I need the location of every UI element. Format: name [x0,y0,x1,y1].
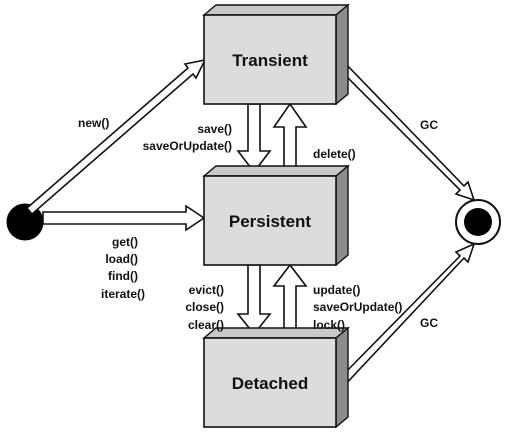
label-save-or-update-2: saveOrUpdate() [313,300,402,314]
arrow-delete [272,102,308,173]
state-persistent: Persistent [202,164,350,267]
label-get: get() [112,235,138,249]
state-transient: Transient [202,3,350,106]
state-transient-label: Transient [232,51,308,70]
label-iterate: iterate() [101,287,145,301]
label-new: new() [78,116,109,130]
label-close: close() [185,300,224,314]
arrow-gc-top [337,58,476,202]
label-delete: delete() [313,147,356,161]
label-clear: clear() [188,318,224,332]
arrow-update [272,263,308,335]
label-evict: evict() [189,283,224,297]
arrow-evict [236,264,272,336]
state-detached: Detached [202,326,350,429]
label-save: save() [197,122,232,136]
end-node [455,199,501,245]
label-gc-bottom: GC [420,316,438,330]
label-load: load() [105,252,138,266]
state-detached-label: Detached [232,374,309,393]
arrow-gc-bottom [337,242,476,390]
arrow-start-to-persistent [42,204,206,232]
state-persistent-label: Persistent [229,212,312,231]
arrow-new [25,58,207,216]
arrow-save [236,103,272,174]
label-lock: lock() [313,318,345,332]
label-update: update() [313,283,360,297]
label-gc-top: GC [420,118,438,132]
label-find: find() [108,269,138,283]
label-save-or-update: saveOrUpdate() [143,139,232,153]
